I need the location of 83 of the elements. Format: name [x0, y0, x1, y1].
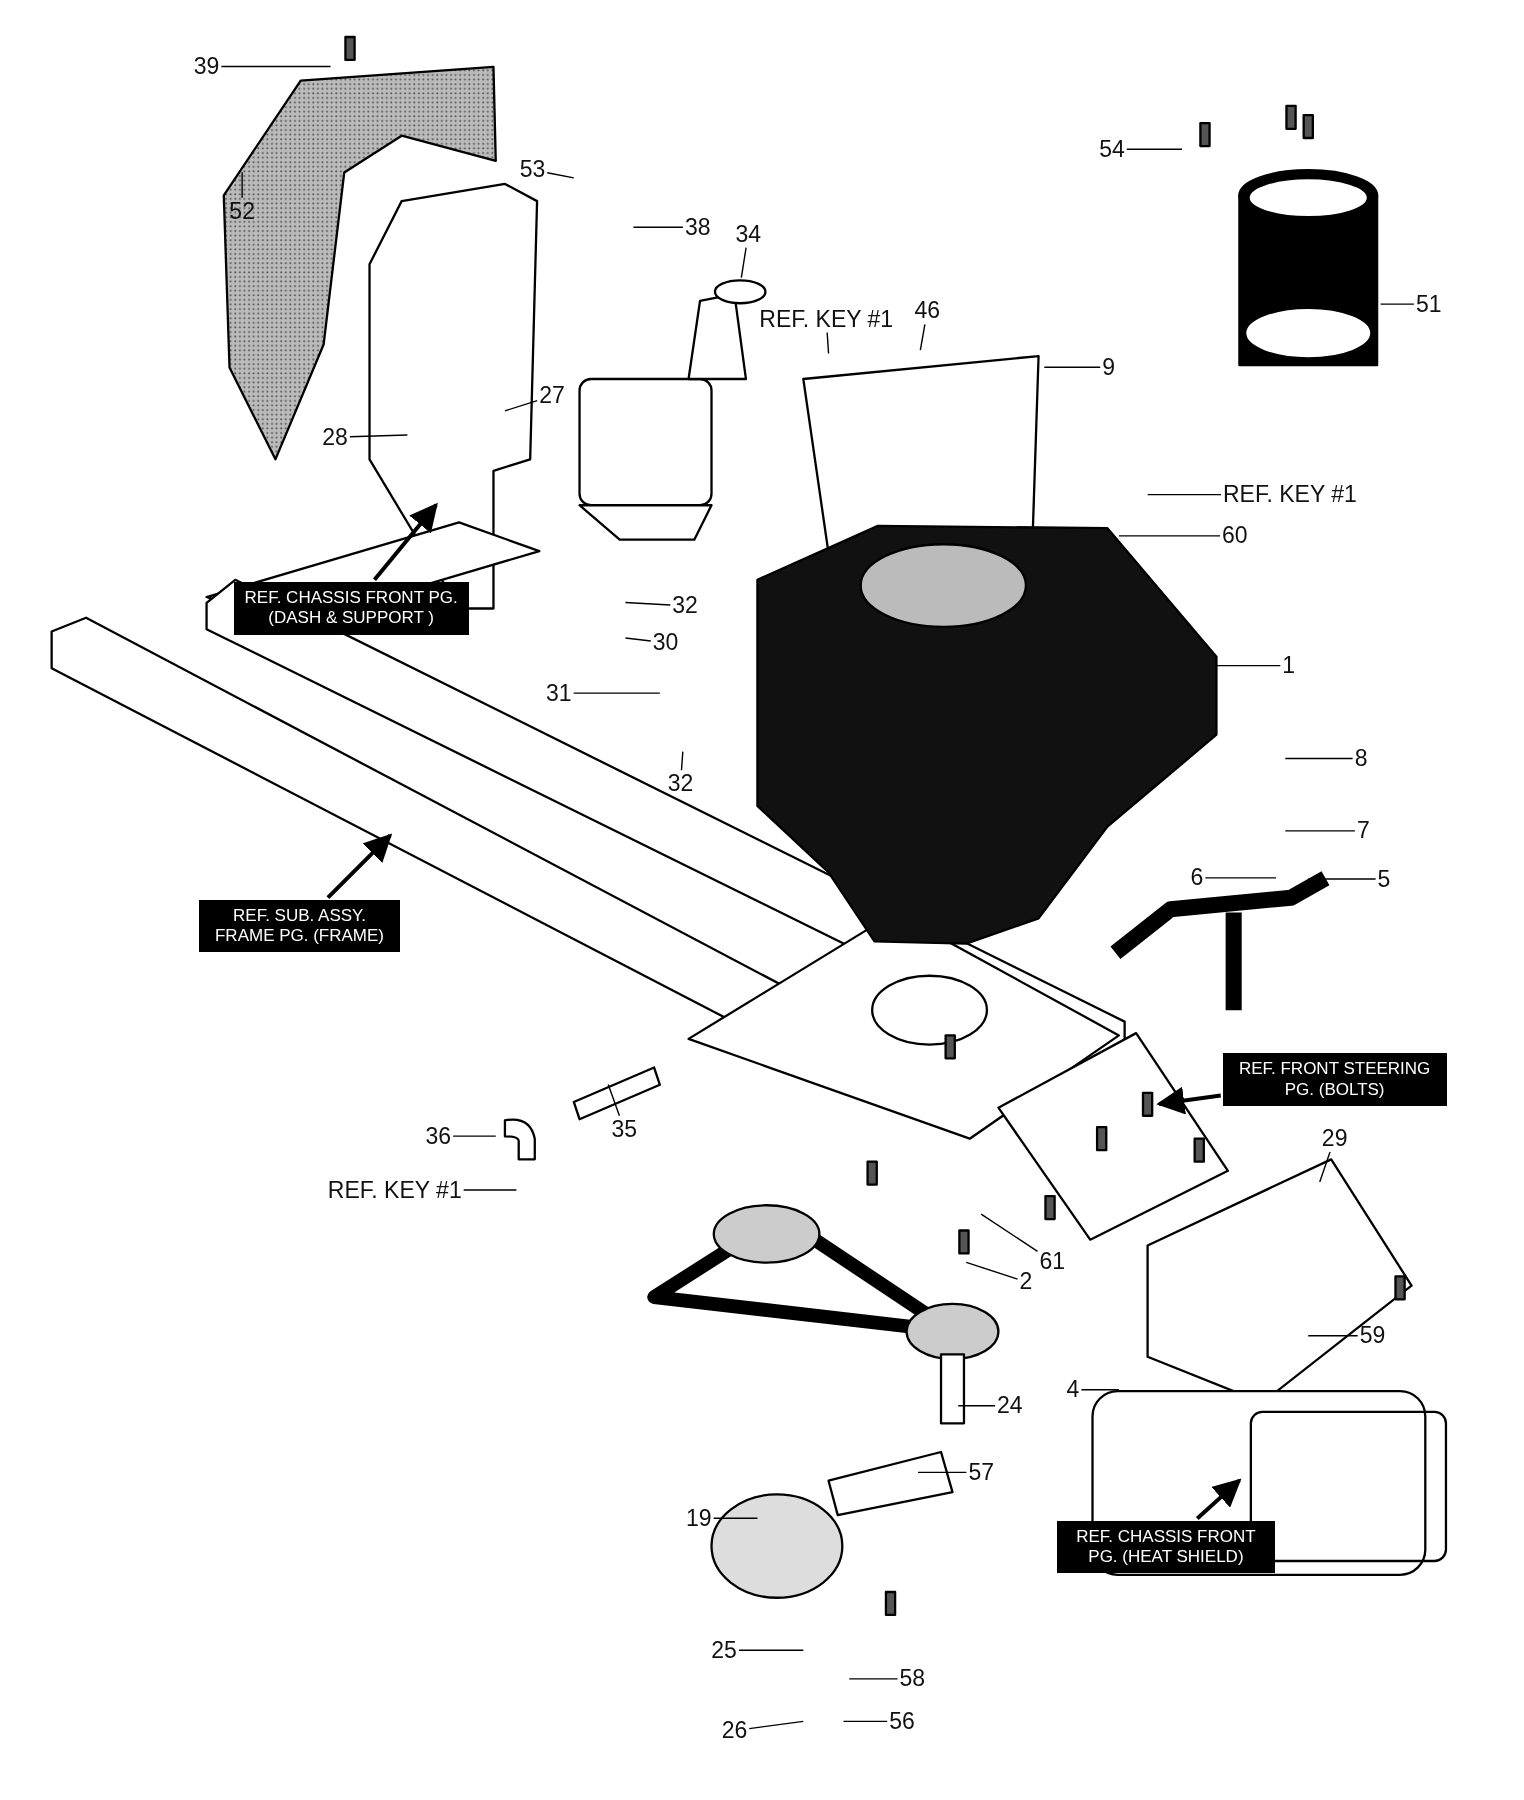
leader-line [848, 1678, 899, 1680]
leader-line [632, 226, 684, 228]
callout-number: 57 [968, 1460, 994, 1484]
leader-line [957, 1405, 996, 1407]
leader-line [546, 172, 575, 179]
pointer-arrow [372, 502, 438, 582]
leader-line [452, 1135, 497, 1137]
leader-line [965, 1261, 1019, 1280]
leader-line [1215, 664, 1282, 667]
leader-line [624, 637, 652, 642]
callout-number: 60 [1222, 524, 1248, 548]
callout-number: 6 [1190, 866, 1204, 890]
leader-line [680, 750, 684, 771]
callout-number: 35 [611, 1117, 638, 1141]
callout-number: 32 [672, 594, 698, 618]
reference-note: REF. CHASSIS FRONT PG. (DASH & SUPPORT ) [233, 581, 469, 635]
callout-number: 34 [735, 222, 761, 246]
leader-line [1126, 148, 1183, 150]
leader-line [220, 65, 332, 68]
leader-line [1043, 366, 1101, 368]
callout-number: 46 [914, 299, 941, 323]
leader-line [1118, 535, 1221, 537]
leader-line [572, 692, 661, 694]
callout-number: 30 [652, 631, 679, 655]
callout-number: 5 [1377, 867, 1391, 891]
callout-number: 24 [997, 1394, 1023, 1418]
leader-line [740, 246, 747, 279]
leader-line [504, 399, 538, 412]
callout-number: 19 [686, 1506, 712, 1530]
callout-number: 26 [721, 1719, 748, 1743]
callout-number: REF. KEY #1 [759, 307, 894, 331]
leader-line [1080, 1389, 1120, 1391]
callout-number: 25 [711, 1638, 737, 1662]
leader-line [349, 434, 409, 438]
leader-line [624, 601, 671, 606]
pointer-arrow [1195, 1478, 1242, 1521]
pointer-arrow [1156, 1086, 1222, 1115]
leader-line [462, 1189, 518, 1191]
leader-line [738, 1649, 804, 1651]
callout-number: 9 [1102, 355, 1115, 379]
callout-number: 1 [1282, 654, 1296, 678]
leader-line [1319, 1151, 1331, 1183]
leader-line [826, 331, 830, 355]
callout-number: 54 [1099, 137, 1125, 161]
callout-number: REF. KEY #1 [327, 1178, 462, 1202]
callout-number: 56 [889, 1709, 915, 1733]
leader-line [1284, 757, 1354, 760]
leader-line [607, 1083, 621, 1117]
leader-line [1146, 493, 1222, 496]
callout-number: 51 [1415, 292, 1442, 316]
callout-number: 7 [1356, 819, 1370, 843]
pointer-arrow [326, 833, 393, 900]
leader-line [1284, 830, 1356, 832]
leader-line [712, 1517, 759, 1519]
leader-line [1307, 878, 1377, 880]
callout-number: 61 [1039, 1249, 1066, 1273]
leader-line [919, 323, 926, 351]
callout-number: 52 [229, 199, 255, 223]
callout-number: 58 [899, 1667, 926, 1691]
callout-number: 36 [425, 1124, 452, 1148]
leader-line [842, 1720, 888, 1723]
callout-number: 8 [1354, 747, 1368, 771]
callout-number: 2 [1019, 1270, 1033, 1294]
callout-number: 28 [322, 425, 348, 449]
reference-note: REF. SUB. ASSY. FRAME PG. (FRAME) [199, 899, 400, 953]
callout-number: 38 [684, 215, 711, 239]
leader-line [1379, 303, 1415, 305]
callout-number: 4 [1066, 1378, 1080, 1402]
leader-line [980, 1213, 1039, 1253]
callout-number: REF. KEY #1 [1223, 483, 1357, 507]
leader-line [1307, 1335, 1359, 1337]
callout-number: 31 [546, 681, 572, 705]
callout-number: 32 [667, 772, 694, 796]
callout-number: 27 [539, 384, 565, 408]
leader-line [748, 1720, 804, 1730]
callout-number: 53 [519, 158, 546, 182]
reference-note: REF. CHASSIS FRONT PG. (HEAT SHIELD) [1056, 1520, 1275, 1574]
reference-note: REF. FRONT STEERING PG. (BOLTS) [1222, 1053, 1447, 1107]
callout-number: 39 [193, 55, 220, 79]
callout-number: 59 [1359, 1324, 1386, 1348]
leader-line [241, 171, 243, 199]
callout-number: 29 [1321, 1126, 1348, 1150]
leader-line [1204, 877, 1277, 879]
